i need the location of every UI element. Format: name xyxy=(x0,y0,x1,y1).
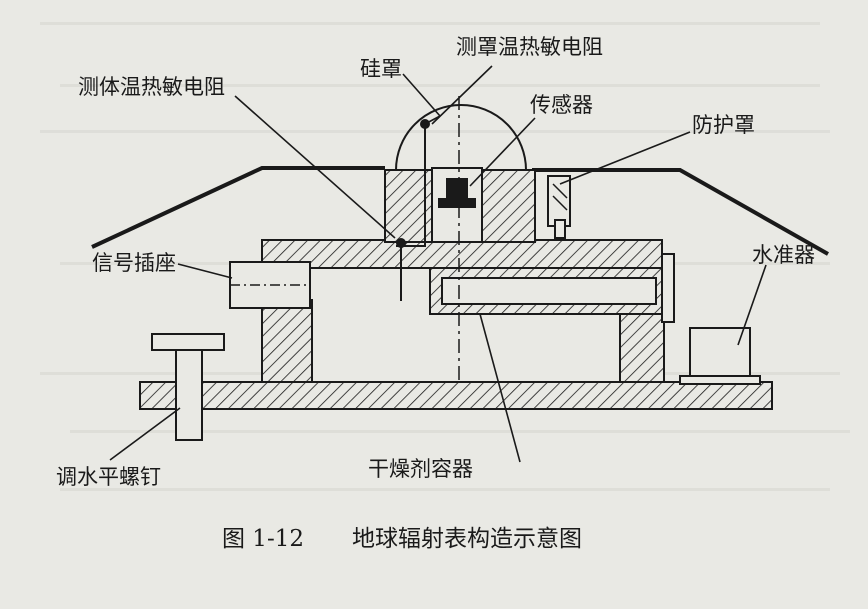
housing-screw xyxy=(547,175,571,239)
spirit-level xyxy=(679,327,761,385)
label-cover-thermistor: 测罩温热敏电阻 xyxy=(456,35,603,59)
thermistor-wires xyxy=(396,119,430,301)
desiccant-container xyxy=(429,253,675,323)
silicone-dome xyxy=(395,104,527,171)
sensor-element xyxy=(438,178,476,208)
label-leveling-screw: 调水平螺钉 xyxy=(56,465,161,489)
label-level: 水准器 xyxy=(752,243,815,267)
leader-lines xyxy=(109,65,767,463)
housing xyxy=(261,167,665,386)
base-plate xyxy=(139,381,773,410)
figure-title: 地球辐射表构造示意图 xyxy=(352,526,582,552)
label-desiccant: 干燥剂容器 xyxy=(368,457,473,481)
label-body-thermistor: 测体温热敏电阻 xyxy=(78,75,225,99)
protective-shield xyxy=(91,166,385,249)
label-silicone-cover: 硅罩 xyxy=(360,57,402,81)
leveling-screw xyxy=(151,333,225,441)
figure-number: 图 1-12 xyxy=(222,526,304,552)
signal-socket xyxy=(229,261,311,309)
label-shield: 防护罩 xyxy=(692,113,755,137)
label-signal-socket: 信号插座 xyxy=(92,251,176,275)
label-sensor: 传感器 xyxy=(530,93,593,117)
protective-shield-right xyxy=(532,168,829,256)
